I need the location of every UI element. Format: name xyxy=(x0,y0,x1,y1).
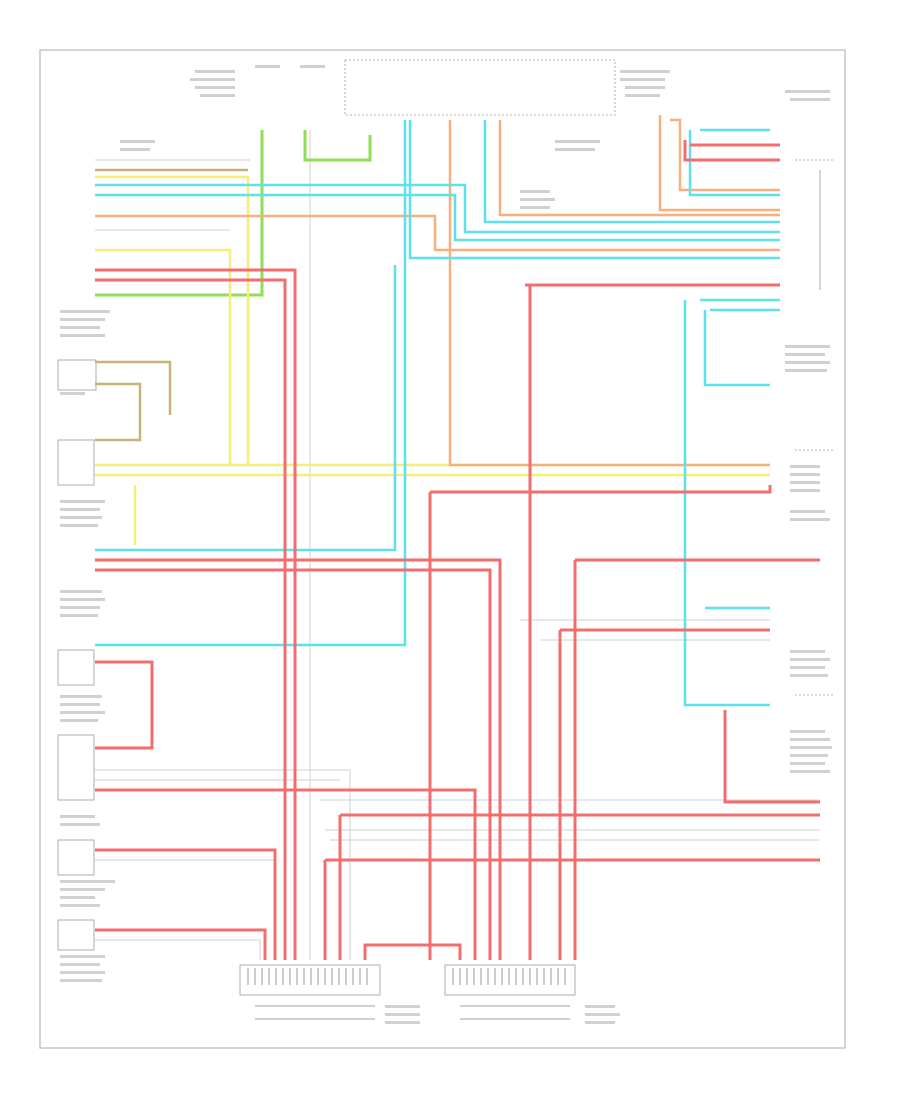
left-module-4 xyxy=(57,734,95,801)
left-module-6 xyxy=(57,919,95,951)
component-outlines xyxy=(57,59,835,996)
left-module-1 xyxy=(57,359,97,391)
top-connector-block xyxy=(344,59,616,116)
left-module-3 xyxy=(57,649,95,686)
left-module-2 xyxy=(57,439,95,486)
cyan-wires xyxy=(95,120,780,707)
bottom-pins-left xyxy=(247,968,368,985)
left-module-5 xyxy=(57,839,95,876)
bottom-connector-right xyxy=(444,964,576,996)
diagram-frame xyxy=(39,49,846,1049)
grey-wires xyxy=(95,130,820,960)
tan-wires xyxy=(95,168,248,442)
orange-wires xyxy=(95,115,780,467)
label-placeholders xyxy=(60,65,832,1024)
bottom-pins-right xyxy=(452,968,566,985)
red-wires xyxy=(95,140,820,960)
bottom-connector-left xyxy=(239,964,381,996)
